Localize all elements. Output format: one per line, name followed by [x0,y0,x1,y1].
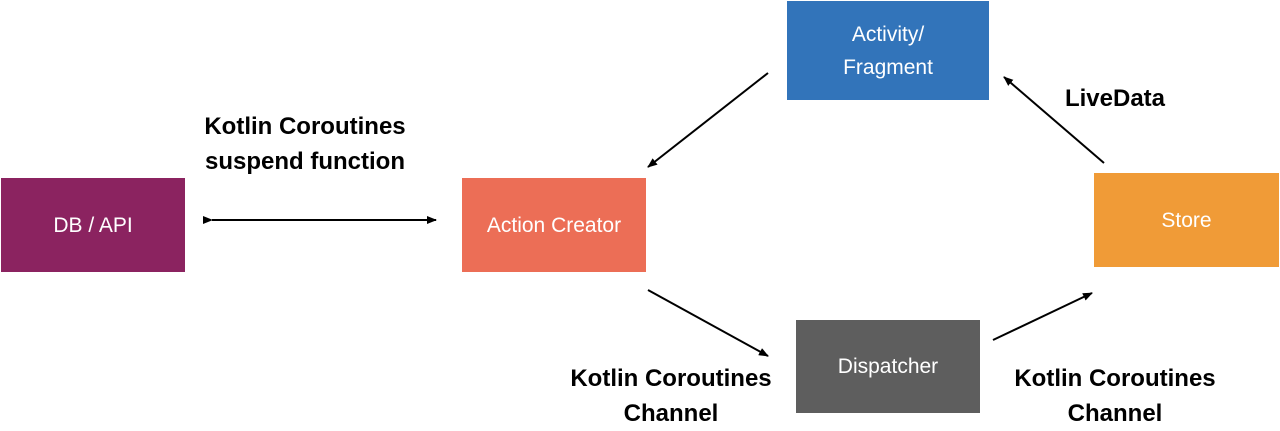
activity-fragment-box: Activity/ Fragment [787,1,989,100]
channel-to-store-label-line1: Kotlin Coroutines [1014,365,1216,392]
suspend-function-label-line1: Kotlin Coroutines [204,113,406,140]
channel-to-store-label-line2: Channel [1067,400,1163,427]
livedata-edge-label: LiveData [1045,81,1185,116]
channel-to-dispatcher-label-line1: Kotlin Coroutines [570,365,772,392]
db-api-box: DB / API [1,178,185,272]
suspend-function-edge-label: Kotlin Coroutines suspend function [175,109,435,179]
action-creator-label: Action Creator [486,213,622,237]
channel-to-dispatcher-edge-label: Kotlin Coroutines Channel [541,361,801,431]
arrow-action-creator-to-dispatcher [647,289,769,357]
livedata-label: LiveData [1064,85,1166,112]
store-label: Store [1161,208,1212,232]
arrow-store-to-activity [1003,76,1105,164]
channel-to-store-edge-label: Kotlin Coroutines Channel [985,361,1245,431]
store-box: Store [1094,173,1279,267]
db-api-label: DB / API [53,213,133,237]
arrow-activity-to-action-creator [647,72,769,168]
dispatcher-box: Dispatcher [796,320,980,413]
dispatcher-label: Dispatcher [837,355,939,378]
activity-fragment-label-line1: Activity/ [851,22,925,46]
channel-to-dispatcher-label-line2: Channel [623,400,719,427]
suspend-function-label-line2: suspend function [205,148,405,175]
arrow-dispatcher-to-store [992,292,1093,341]
activity-fragment-label-line2: Fragment [843,55,933,79]
action-creator-box: Action Creator [462,178,646,272]
